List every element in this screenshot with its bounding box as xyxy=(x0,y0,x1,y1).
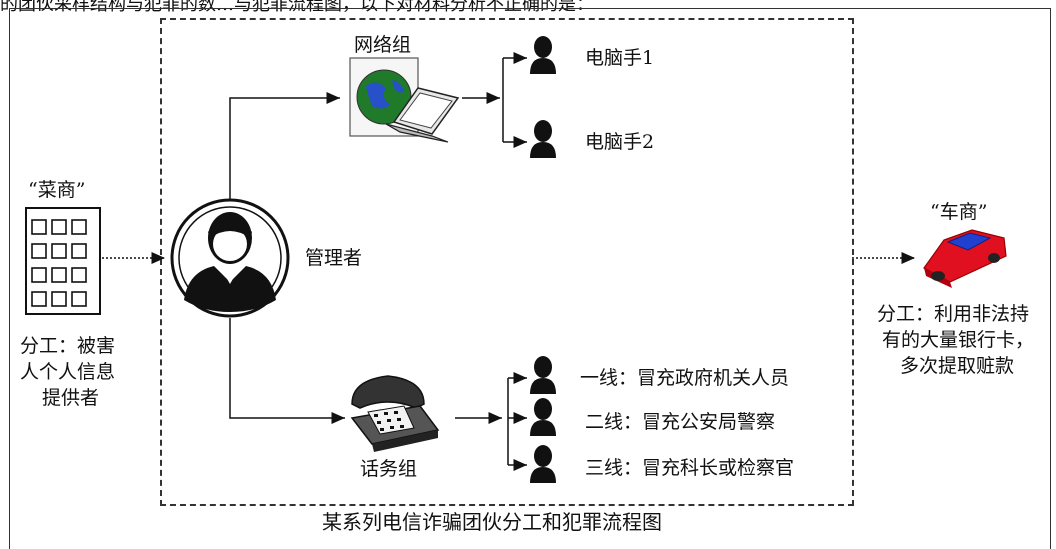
car-dealer-role-line: 有的大量银行卡， xyxy=(882,329,1035,351)
car-dealer-title: “车商” xyxy=(930,201,988,223)
phone-group-label: 话务组 xyxy=(360,458,418,480)
manager-label: 管理者 xyxy=(305,247,363,269)
person-icon xyxy=(530,445,556,483)
header-cut-text: 的团伙采样结构与犯罪的数…与犯罪流程图，以下对材料分析不正确的是： xyxy=(0,0,594,15)
manager-icon xyxy=(170,198,290,318)
diagram-caption: 某系列电信诈骗团伙分工和犯罪流程图 xyxy=(322,510,662,534)
member-label: 三线：冒充科长或检察官 xyxy=(585,457,795,479)
member-label: 电脑手1 xyxy=(585,47,655,69)
computer-icon xyxy=(349,57,460,143)
car-dealer-role-line: 多次提取赃款 xyxy=(900,355,1015,377)
member-label: 一线：冒充政府机关人员 xyxy=(580,367,790,389)
car-icon xyxy=(923,229,1007,288)
network-group-label: 网络组 xyxy=(354,34,412,56)
vegetable-dealer-role-line: 人个人信息 xyxy=(20,361,116,383)
person-icon xyxy=(530,120,556,158)
person-icon xyxy=(530,36,556,74)
telephone-icon xyxy=(350,375,440,452)
vegetable-dealer-role-line: 分工：被害 xyxy=(20,335,116,357)
vegetable-dealer-role-line: 提供者 xyxy=(42,387,100,409)
person-icon xyxy=(530,356,556,394)
person-icon xyxy=(530,398,556,436)
car-dealer-role-line: 分工：利用非法持 xyxy=(877,303,1030,325)
frame xyxy=(9,8,1051,549)
member-label: 电脑手2 xyxy=(585,131,655,153)
building-icon xyxy=(25,207,101,315)
vegetable-dealer-title: “菜商” xyxy=(28,179,86,201)
member-label: 二线：冒充公安局警察 xyxy=(585,411,776,433)
